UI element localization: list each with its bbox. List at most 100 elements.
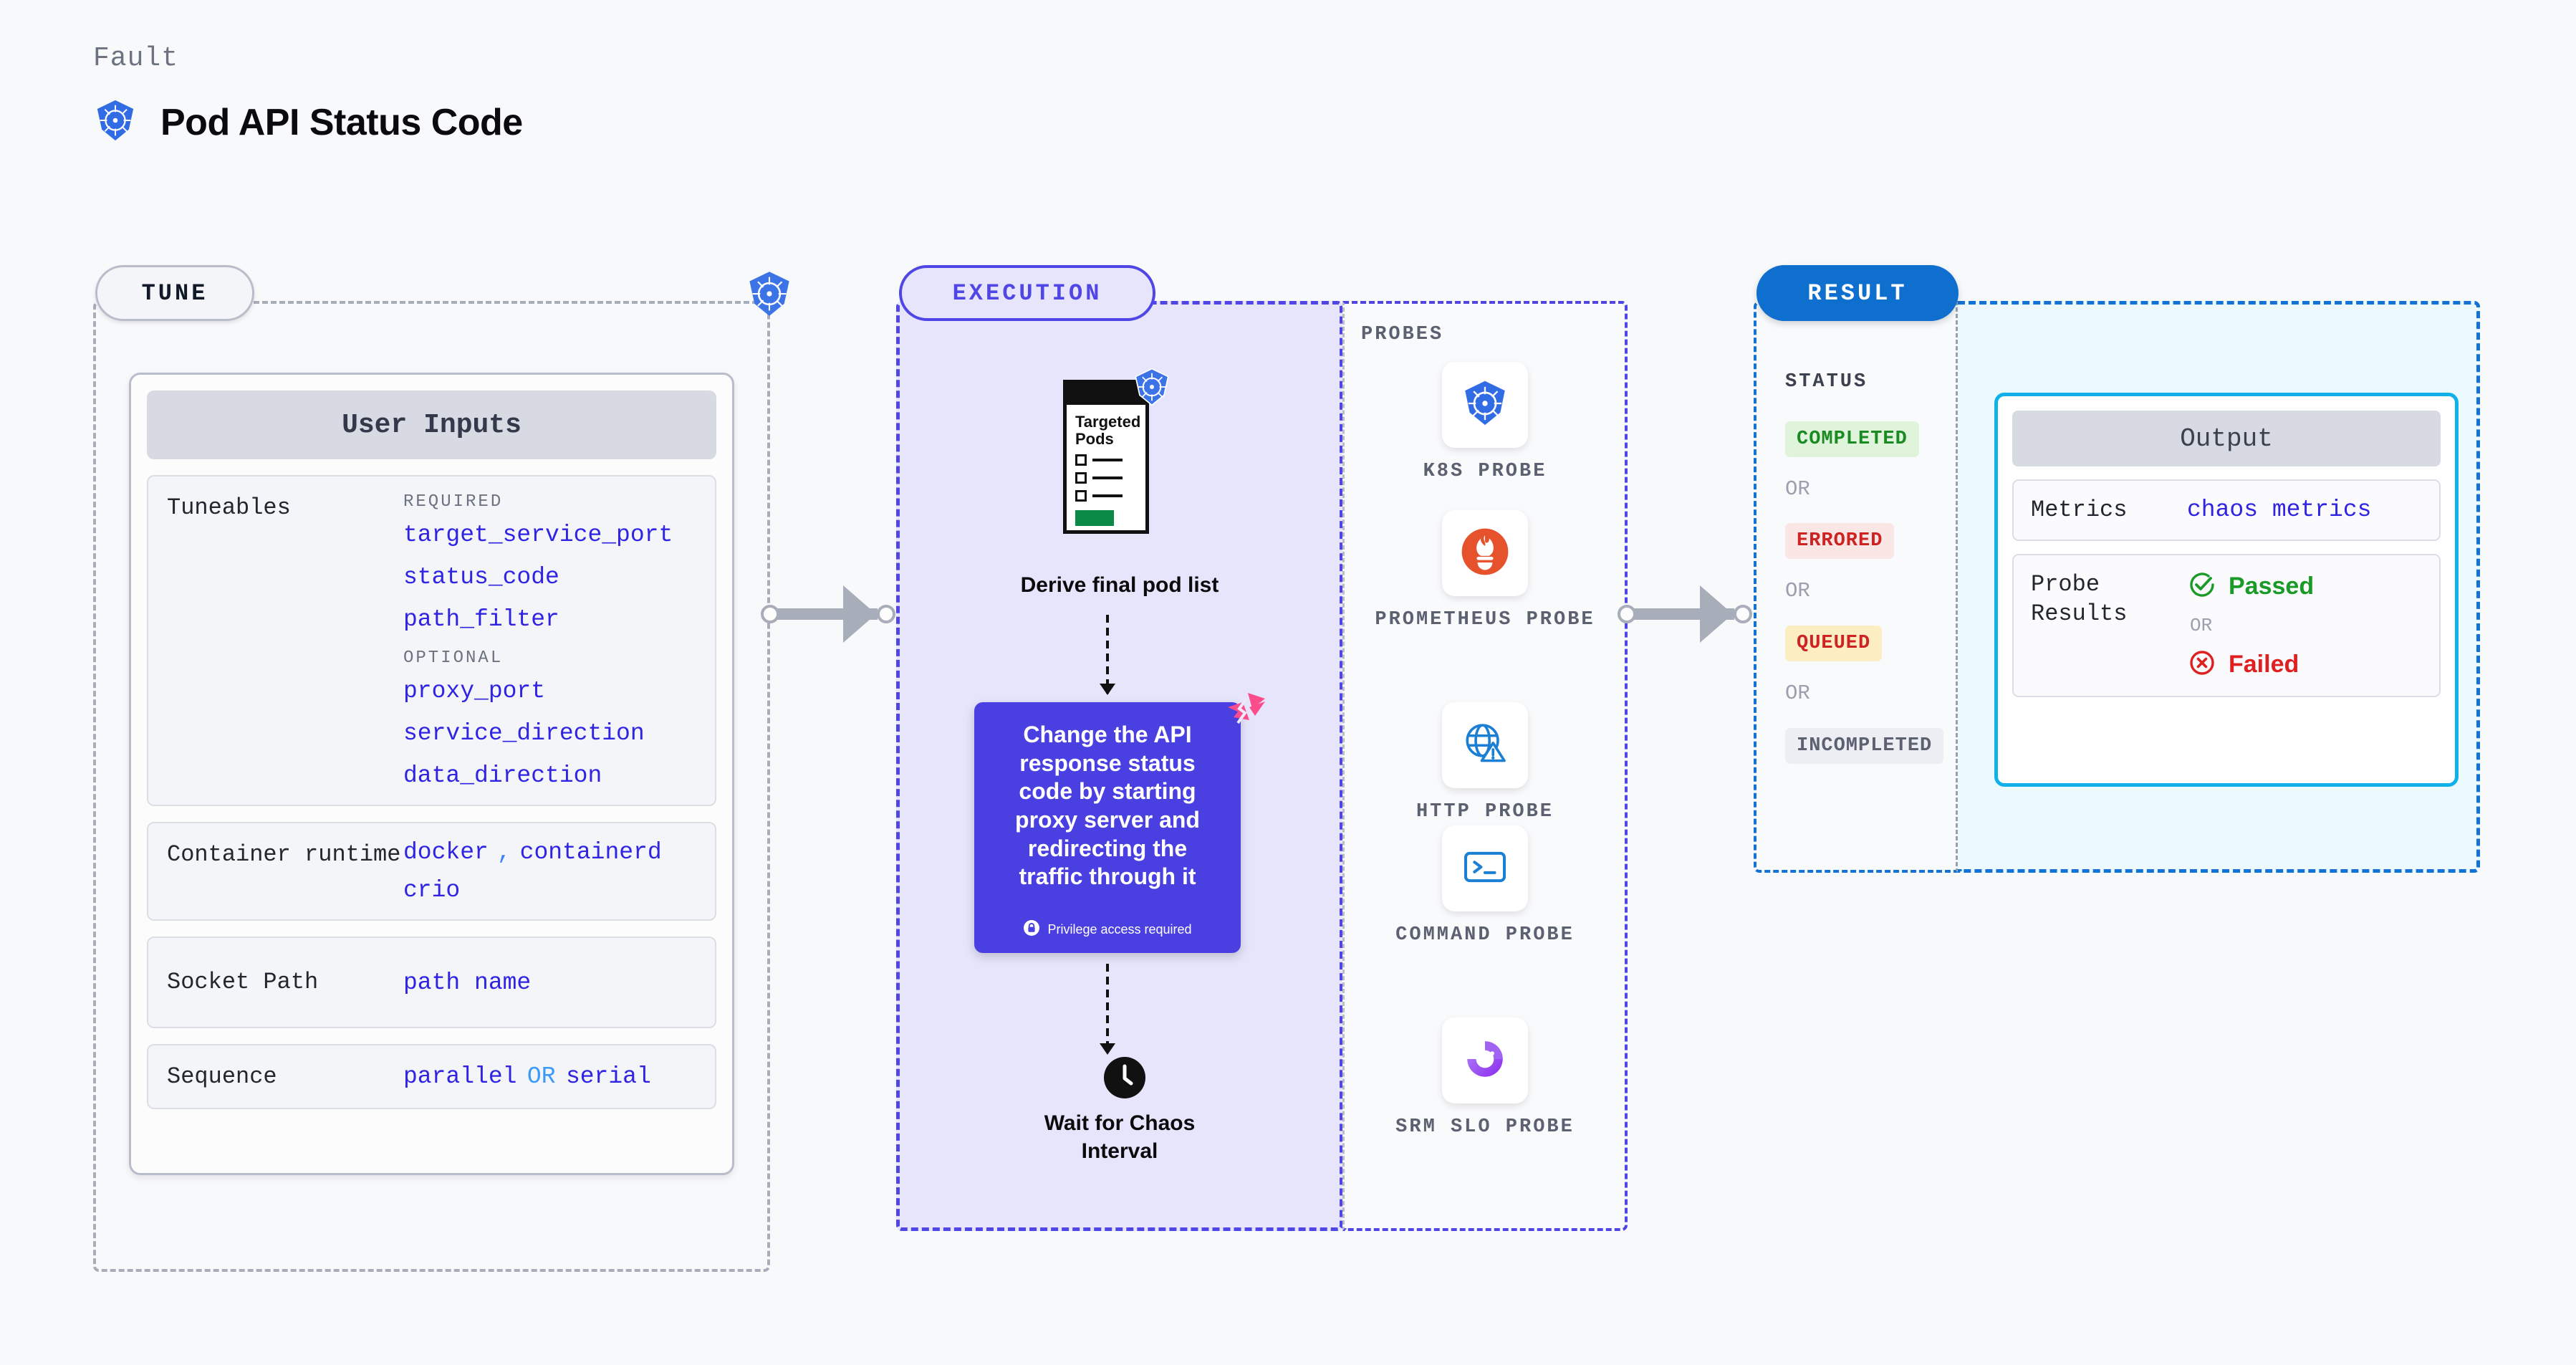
runtime-containerd[interactable]: containerd (519, 839, 662, 866)
page-header: Fault Pod API Status Code (93, 43, 523, 146)
required-caption: REQUIRED (403, 492, 504, 512)
pod-card-title: Targeted Pods (1075, 413, 1141, 448)
tuneables-section: Tuneables REQUIRED target_service_port s… (147, 475, 716, 806)
checkbox-icon (1075, 454, 1087, 466)
connector-end-dot (1734, 605, 1752, 623)
runtime-separator: , (496, 839, 511, 866)
privilege-note-text: Privilege access required (1047, 922, 1192, 937)
srm-slo-donut-check-icon (1459, 1033, 1511, 1088)
pod-line (1092, 476, 1123, 479)
tune-section-container (93, 301, 770, 1272)
status-badge-queued: QUEUED (1785, 626, 1883, 661)
probe-item-http[interactable]: HTTP PROBE (1342, 702, 1628, 825)
status-or-2: OR (1785, 579, 1810, 603)
pod-status-bar (1075, 509, 1114, 526)
probe-result-passed: Passed (2187, 570, 2422, 603)
metrics-value[interactable]: chaos metrics (2187, 497, 2372, 524)
tunable-service-direction[interactable]: service_direction (403, 720, 645, 747)
pod-list-item (1075, 471, 1137, 484)
sequence-parallel[interactable]: parallel (403, 1063, 517, 1091)
result-pill[interactable]: RESULT (1756, 265, 1959, 321)
connector-execution-to-result (1618, 584, 1761, 644)
checkbox-icon (1075, 489, 1087, 502)
page-title: Pod API Status Code (160, 101, 523, 143)
execution-pill[interactable]: EXECUTION (899, 265, 1155, 321)
socket-path-label: Socket Path (167, 969, 319, 996)
connector-arrowhead (1700, 585, 1733, 643)
pod-card-titlebar (1067, 383, 1145, 405)
flow-arrow-action-to-wait (1100, 964, 1115, 1055)
derive-final-pod-list-label: Derive final pod list (1020, 573, 1219, 597)
sequence-or: OR (527, 1063, 556, 1091)
pod-list-item (1075, 454, 1137, 466)
probe-item-prometheus[interactable]: PROMETHEUS PROBE (1342, 510, 1628, 633)
status-badge-errored: ERRORED (1785, 523, 1895, 559)
probe-tile (1442, 510, 1528, 596)
probe-label: PROMETHEUS PROBE (1375, 609, 1595, 631)
kubernetes-icon (1458, 377, 1512, 434)
metrics-values: chaos metrics (2187, 497, 2422, 523)
probe-tile (1442, 702, 1528, 788)
passed-label: Passed (2229, 572, 2315, 600)
status-or-3: OR (1785, 681, 1810, 705)
failed-label: Failed (2229, 650, 2299, 678)
kubernetes-icon (745, 269, 794, 318)
container-runtime-label: Container runtime (167, 841, 401, 868)
sequence-values: parallel OR serial (403, 1063, 696, 1090)
output-header: Output (2012, 411, 2441, 466)
pod-line (1092, 494, 1123, 497)
terminal-icon (1459, 841, 1511, 896)
probe-tile (1442, 1017, 1528, 1103)
probe-item-k8s[interactable]: K8S PROBE (1342, 362, 1628, 484)
clock-icon (1104, 1057, 1145, 1098)
tuneables-values: REQUIRED target_service_port status_code… (403, 492, 696, 789)
optional-caption: OPTIONAL (403, 648, 504, 668)
socket-path-value[interactable]: path name (403, 969, 532, 996)
probe-result-or: OR (2190, 614, 2213, 636)
tunable-target-service-port[interactable]: target_service_port (403, 522, 673, 548)
sequence-label: Sequence (167, 1063, 277, 1090)
tunable-data-direction[interactable]: data_direction (403, 762, 602, 789)
status-badge-incompleted: INCOMPLETED (1785, 728, 1944, 764)
action-card-text: Change the API response status code by s… (1015, 722, 1200, 890)
sequence-serial[interactable]: serial (565, 1063, 651, 1091)
pod-list-item (1075, 489, 1137, 502)
probe-label: COMMAND PROBE (1395, 924, 1575, 946)
status-or-1: OR (1785, 477, 1810, 501)
tune-pill[interactable]: TUNE (95, 265, 254, 321)
checkbox-icon (1075, 471, 1087, 484)
probe-tile (1442, 362, 1528, 448)
http-globe-warning-icon (1459, 718, 1511, 773)
tuneables-label: Tuneables (167, 494, 291, 521)
kubernetes-icon (93, 98, 138, 146)
user-inputs-card: User Inputs Tuneables REQUIRED target_se… (129, 373, 734, 1175)
metrics-label: Metrics (2031, 497, 2128, 523)
socket-path-section: Socket Path path name (147, 937, 716, 1028)
tunable-status-code[interactable]: status_code (403, 564, 559, 590)
probe-item-command[interactable]: COMMAND PROBE (1342, 825, 1628, 948)
runtime-crio[interactable]: crio (403, 877, 461, 904)
socket-path-values: path name (403, 969, 696, 996)
privilege-note: Privilege access required (996, 919, 1219, 940)
connector-start-dot (761, 605, 779, 623)
container-runtime-values: docker , containerd crio (403, 839, 696, 904)
connector-tune-to-execution (761, 584, 904, 644)
kubernetes-icon (1132, 367, 1172, 407)
tunable-path-filter[interactable]: path_filter (403, 606, 559, 633)
probe-item-srm-slo[interactable]: SRM SLO PROBE (1342, 1017, 1628, 1140)
status-badge-completed: COMPLETED (1785, 421, 1919, 457)
metrics-section: Metrics chaos metrics (2012, 479, 2441, 541)
sequence-section: Sequence parallel OR serial (147, 1044, 716, 1110)
flow-arrow-derive-to-action (1100, 615, 1115, 695)
tunable-proxy-port[interactable]: proxy_port (403, 678, 546, 704)
fault-eyebrow-label: Fault (93, 43, 179, 74)
pod-line (1092, 458, 1123, 461)
probe-label: SRM SLO PROBE (1395, 1116, 1575, 1138)
action-card: Change the API response status code by s… (974, 702, 1241, 953)
pod-card-body: Targeted Pods (1067, 405, 1145, 526)
connector-end-dot (877, 605, 895, 623)
runtime-docker[interactable]: docker (403, 839, 489, 866)
